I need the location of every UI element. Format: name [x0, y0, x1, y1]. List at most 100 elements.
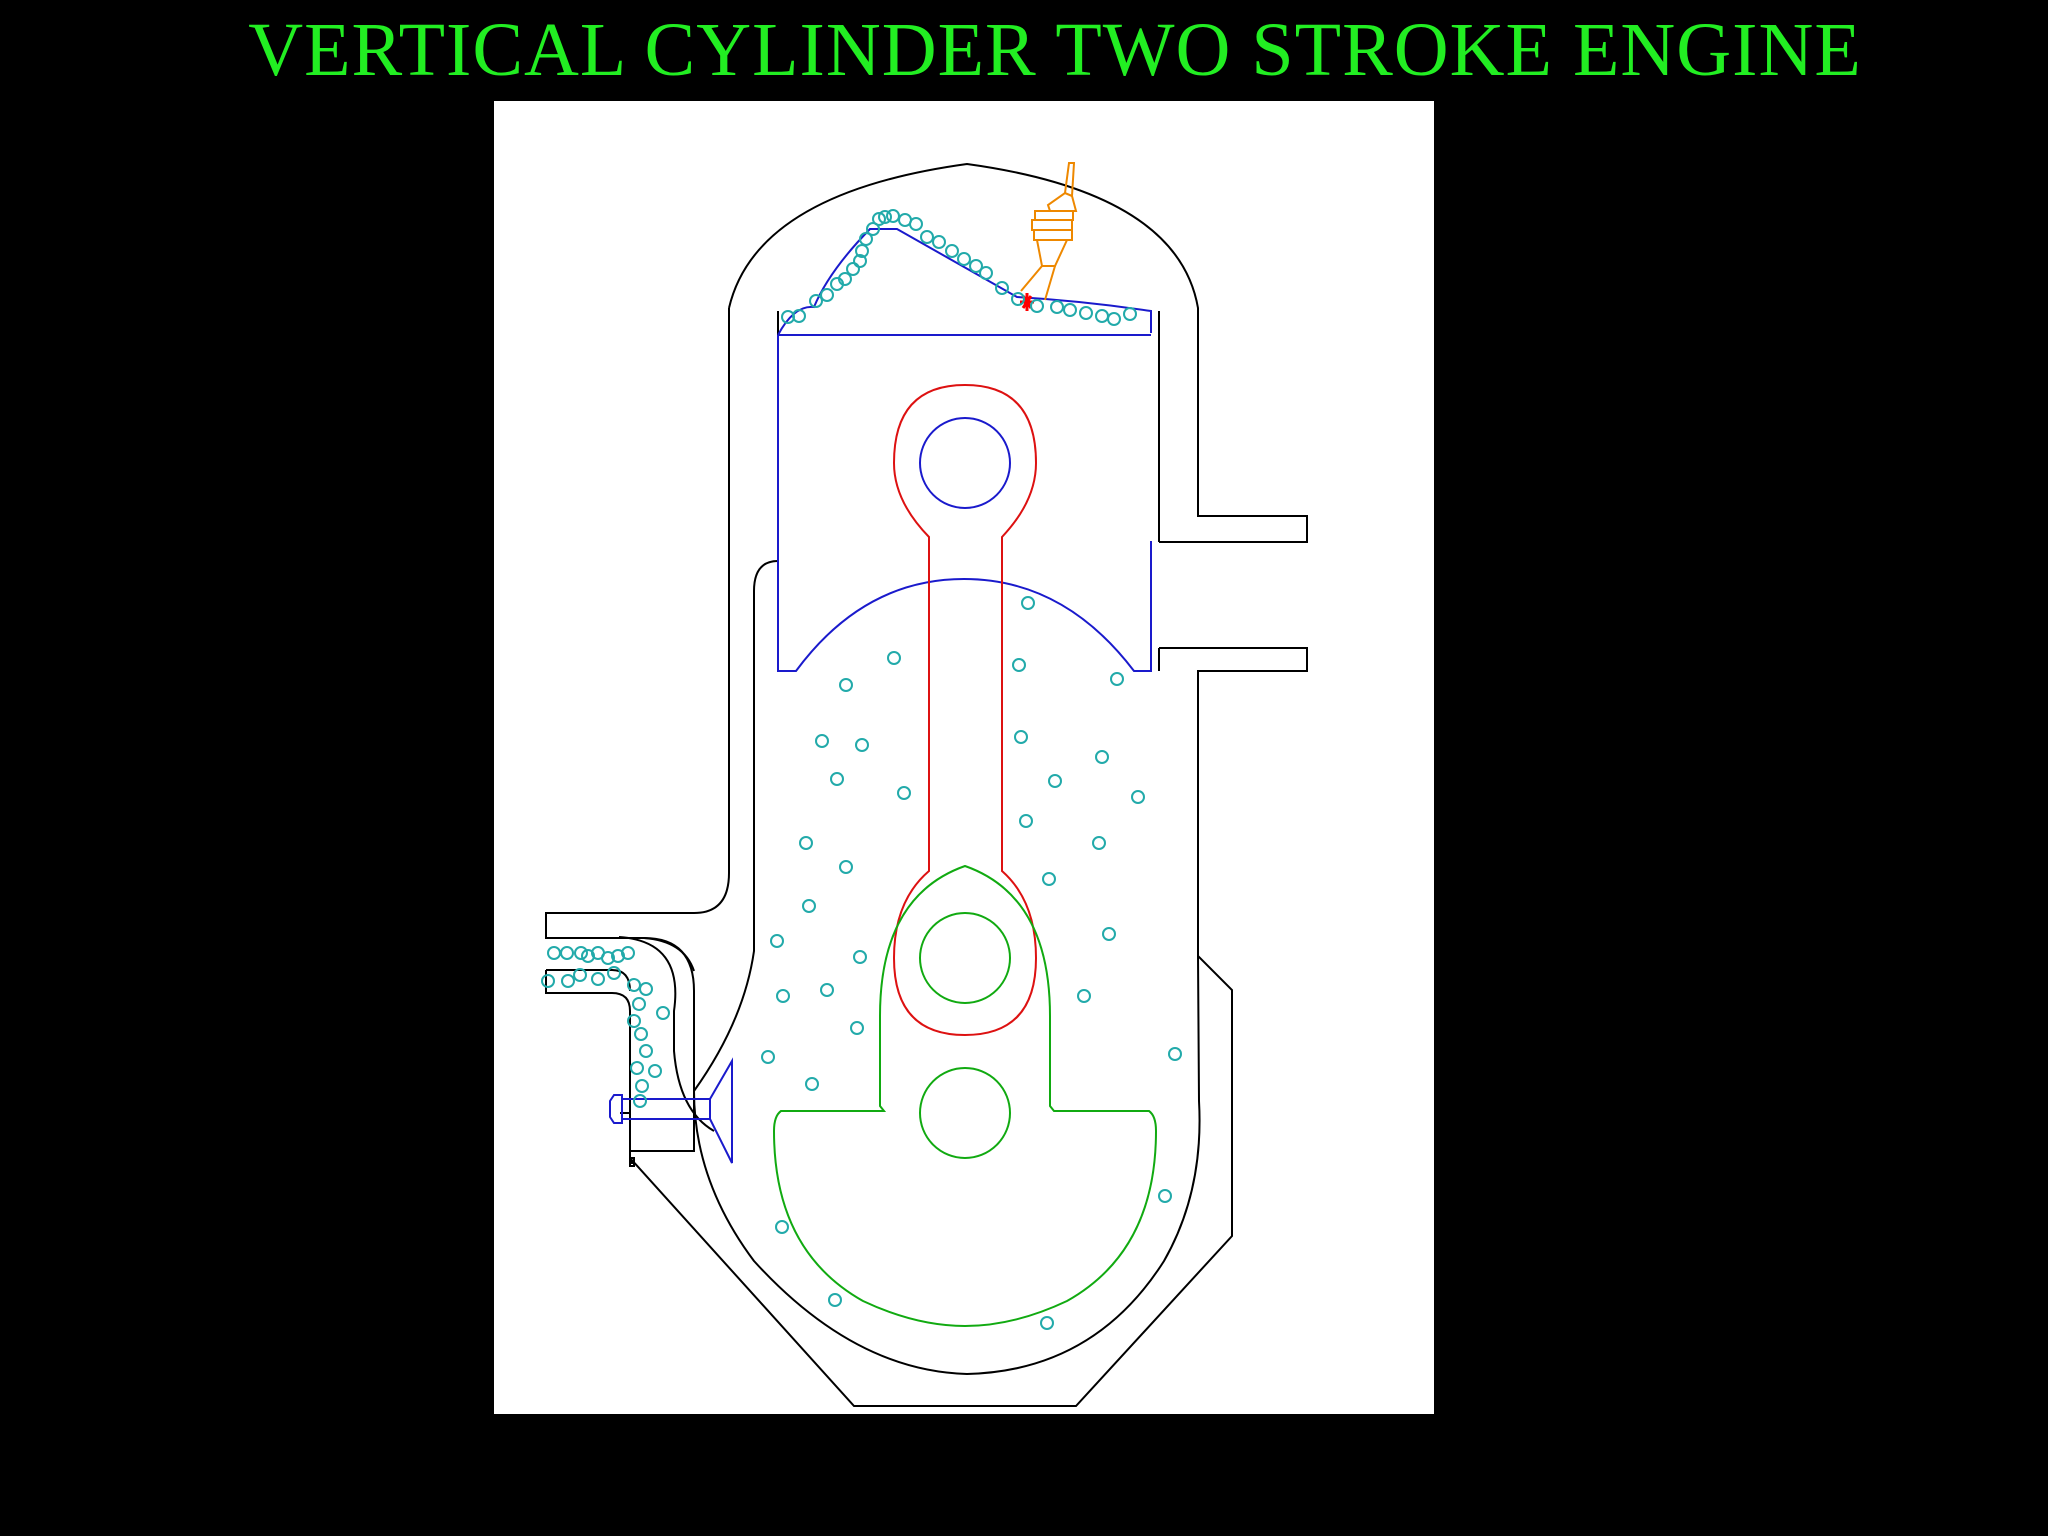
fuel-bubble [560, 946, 574, 960]
fuel-bubble [1021, 596, 1035, 610]
reed-valve [609, 1057, 733, 1164]
fuel-bubble [648, 1064, 662, 1078]
fuel-bubble [630, 1061, 644, 1075]
fuel-bubble [775, 1220, 789, 1234]
fuel-bubble [839, 678, 853, 692]
fuel-bubble [632, 997, 646, 1011]
fuel-bubble [634, 1027, 648, 1041]
fuel-bubble [633, 1094, 647, 1108]
fuel-bubble [802, 899, 816, 913]
fuel-bubble [850, 1021, 864, 1035]
fuel-bubble [627, 978, 641, 992]
fuel-bubble [1042, 872, 1056, 886]
fuel-bubble [656, 1006, 670, 1020]
diagram-panel [494, 101, 1434, 1414]
fuel-charge [541, 209, 1182, 1330]
fuel-bubble [945, 244, 959, 258]
fuel-bubble [1077, 989, 1091, 1003]
intake-channel [546, 937, 695, 992]
slide-title: VERTICAL CYLINDER TWO STROKE ENGINE [248, 8, 1862, 92]
fuel-bubble [1092, 836, 1106, 850]
fuel-bubble [1095, 750, 1109, 764]
fuel-bubble [607, 966, 621, 980]
crankcase-inner [692, 560, 1201, 1376]
cylinder-inner-wall [777, 311, 1160, 671]
fuel-bubble [1019, 814, 1033, 828]
fuel-bubble [581, 949, 595, 963]
fuel-bubble [809, 294, 823, 308]
fuel-bubble [969, 259, 983, 273]
fuel-bubble [1063, 303, 1077, 317]
fuel-bubble [828, 1293, 842, 1307]
fuel-bubble [1050, 300, 1064, 314]
fuel-bubble [805, 1077, 819, 1091]
fuel-bubble [855, 244, 869, 258]
fuel-bubble [547, 946, 561, 960]
fuel-bubble [574, 946, 588, 960]
crank-pin [919, 912, 1011, 1004]
fuel-bubble [770, 934, 784, 948]
fuel-bubble [601, 951, 615, 965]
fuel-bubble [1014, 730, 1028, 744]
intake-port [546, 936, 733, 1164]
fuel-bubble [1048, 774, 1062, 788]
fuel-bubble [859, 232, 873, 246]
fuel-bubble [838, 272, 852, 286]
fuel-bubble [573, 968, 587, 982]
fuel-bubble [815, 734, 829, 748]
fuel-bubble [761, 1050, 775, 1064]
fuel-bubble [1079, 306, 1093, 320]
fuel-bubble [792, 309, 806, 323]
crankshaft [772, 864, 1158, 1328]
fuel-bubble [639, 982, 653, 996]
spark-plug [1020, 162, 1078, 301]
fuel-bubble [1110, 672, 1124, 686]
fuel-bubble [920, 230, 934, 244]
fuel-bubble [830, 772, 844, 786]
fuel-bubble [866, 222, 880, 236]
fuel-bubble [846, 262, 860, 276]
fuel-bubble [979, 266, 993, 280]
fuel-bubble [855, 738, 869, 752]
fuel-bubble [957, 252, 971, 266]
fuel-bubble [853, 254, 867, 268]
fuel-bubble [820, 983, 834, 997]
fuel-bubble [1040, 1316, 1054, 1330]
fuel-bubble [1123, 307, 1137, 321]
fuel-bubble [611, 949, 625, 963]
piston [777, 228, 1152, 672]
crank-web [772, 864, 1158, 1328]
fuel-bubble [635, 1079, 649, 1093]
casing-outer-left [545, 308, 730, 1167]
fuel-bubble [1011, 292, 1025, 306]
fuel-bubble [776, 989, 790, 1003]
fuel-bubble [561, 974, 575, 988]
fuel-bubble [886, 209, 900, 223]
fuel-bubble [799, 836, 813, 850]
piston-skirt [777, 335, 1152, 672]
exhaust-port [1159, 541, 1307, 649]
fuel-bubble [887, 651, 901, 665]
fuel-bubble [541, 974, 555, 988]
fuel-bubble [995, 281, 1009, 295]
fuel-bubble [1095, 309, 1109, 323]
fuel-bubble [1107, 312, 1121, 326]
fuel-bubble [1131, 790, 1145, 804]
fuel-bubble [621, 946, 635, 960]
fuel-bubble [1168, 1047, 1182, 1061]
fuel-bubble [627, 1014, 641, 1028]
fuel-bubble [897, 786, 911, 800]
fuel-bubble [820, 288, 834, 302]
fuel-bubble [1102, 927, 1116, 941]
wrist-pin [919, 417, 1011, 509]
fuel-bubble [878, 210, 892, 224]
fuel-bubble [839, 860, 853, 874]
fuel-bubble [639, 1044, 653, 1058]
fuel-bubble [1158, 1189, 1172, 1203]
casing-outer [620, 162, 1308, 1407]
fuel-bubble [591, 972, 605, 986]
fuel-bubble [1030, 299, 1044, 313]
engine-casing [545, 162, 1308, 1407]
intake-upper-bend [618, 936, 715, 1132]
